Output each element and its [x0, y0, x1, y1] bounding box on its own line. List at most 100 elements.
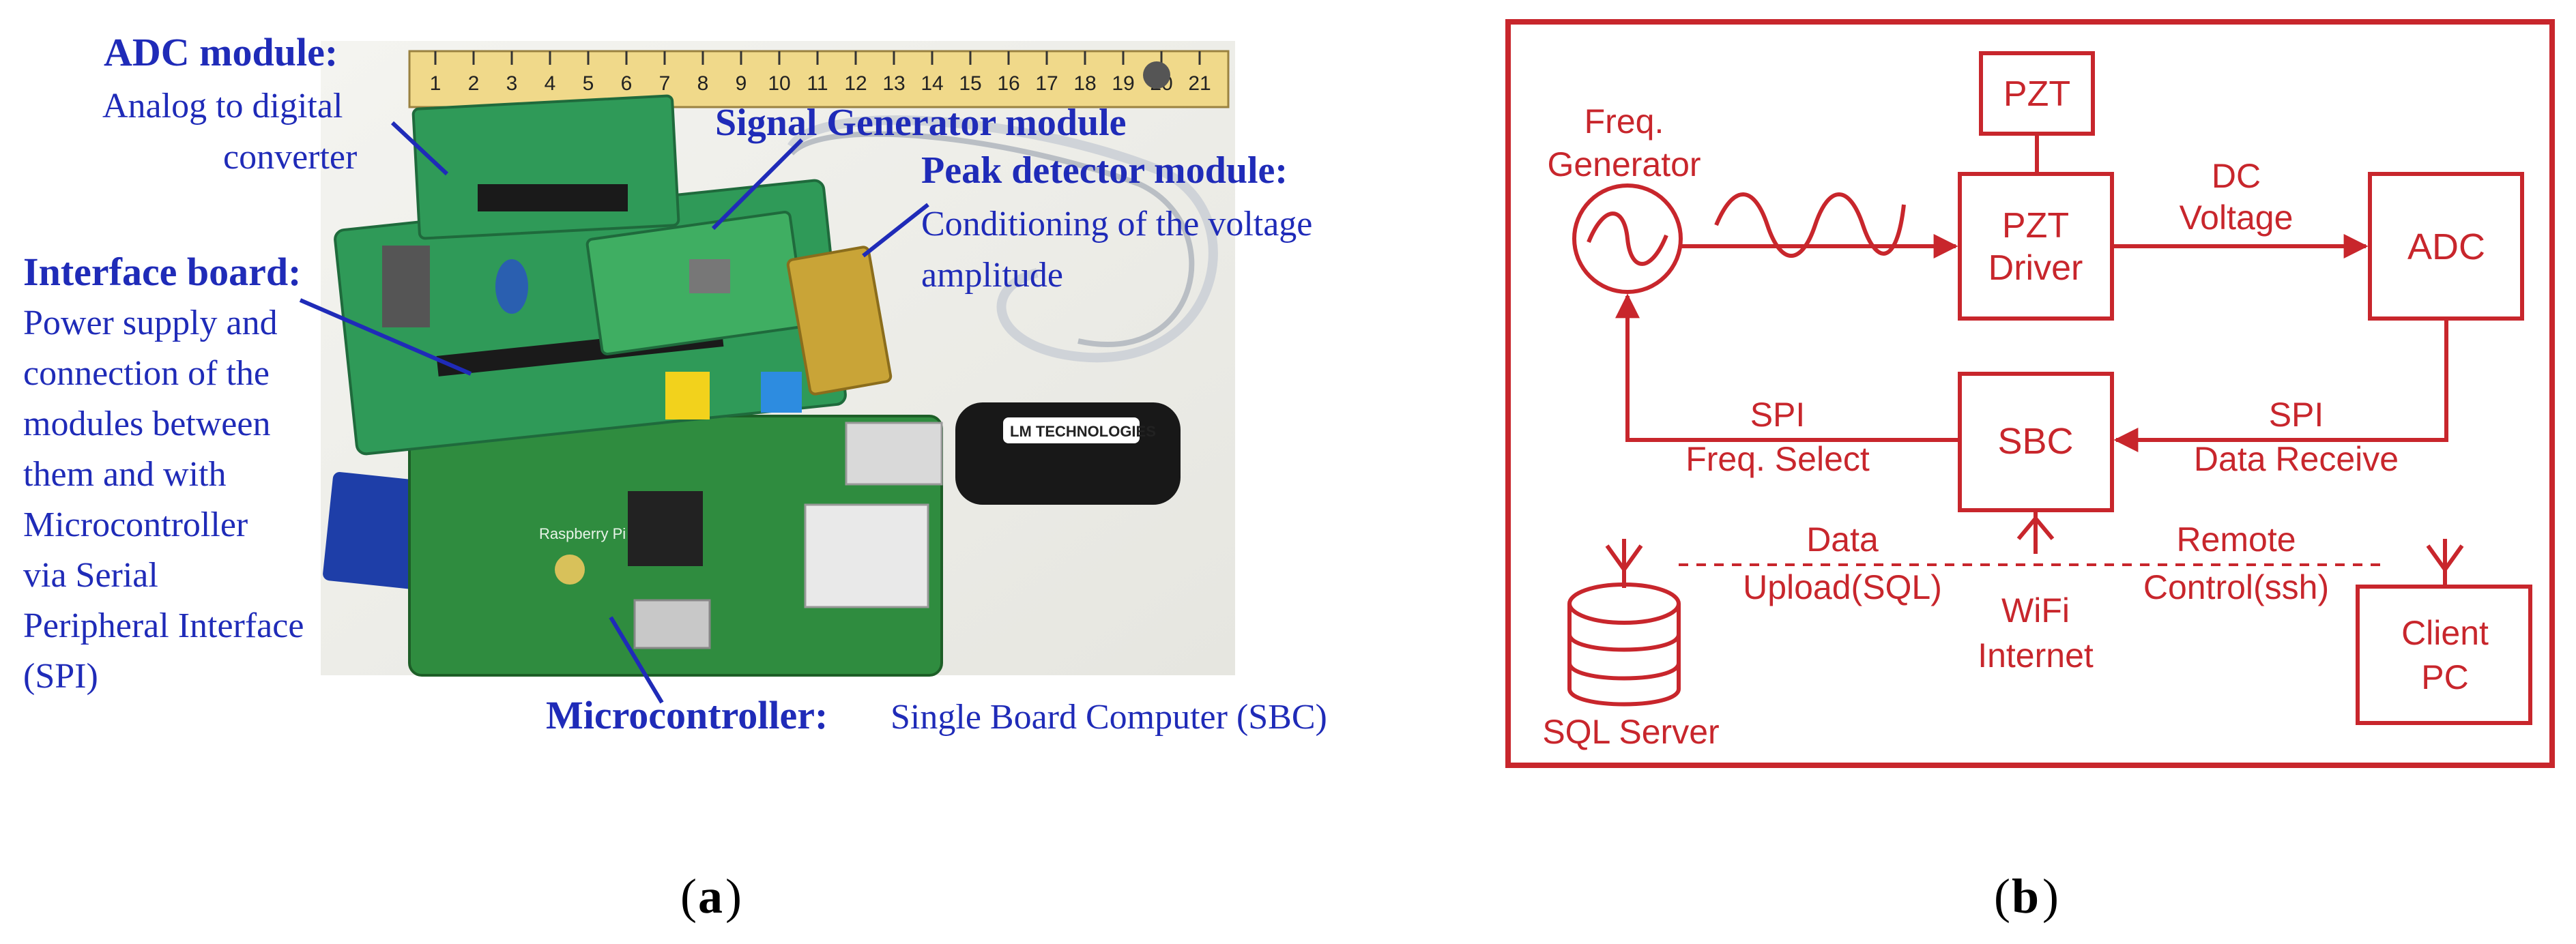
- ruler-number: 14: [921, 72, 943, 95]
- ruler-number: 15: [959, 72, 981, 95]
- ruler-ticks: [434, 51, 1201, 65]
- peak-desc-1: Conditioning of the voltage: [921, 205, 1312, 244]
- remote-label-1: Remote: [2176, 520, 2296, 559]
- sbc-antenna: [2016, 510, 2055, 554]
- peak-detector-board: [786, 246, 893, 396]
- ruler-number: 13: [882, 72, 905, 95]
- siggen-chip: [689, 259, 730, 293]
- svg-text:): ): [725, 869, 742, 924]
- ruler-number: 1: [430, 72, 442, 95]
- sql-antenna: [1605, 539, 1643, 588]
- adc-desc-2: converter: [223, 138, 357, 177]
- yellow-connector: [665, 372, 710, 419]
- data-label-2: Upload(SQL): [1743, 568, 1942, 606]
- leader-siggen: [711, 138, 804, 231]
- peak-title: Peak detector module:: [921, 149, 1288, 192]
- svg-text:): ): [2042, 869, 2059, 924]
- sine-wave: [1714, 192, 1906, 258]
- sine-icon: [1587, 211, 1668, 266]
- wifi-label-1: WiFi: [2001, 591, 2070, 630]
- pzt-driver-box: [1958, 172, 2114, 321]
- caption-a: ( a ): [680, 869, 742, 924]
- ruler: 123456789101112131415161718192021: [408, 50, 1230, 108]
- dongle-brand: LM TECHNOLOGIES: [1010, 423, 1156, 440]
- svg-text:(: (: [680, 869, 697, 924]
- ruler-number: 7: [659, 72, 671, 95]
- siggen-title: Signal Generator module: [715, 102, 1127, 144]
- leader-mcu: [609, 616, 664, 704]
- leader-interface: [299, 298, 472, 376]
- client-antenna: [2426, 539, 2464, 587]
- freq-gen-label-1: Freq.: [1584, 102, 1664, 141]
- iface-title: Interface board:: [23, 250, 302, 294]
- caption-b-letter: b: [2012, 869, 2039, 924]
- iface-desc: Power supply and connection of the modules…: [23, 304, 304, 696]
- svg-text:(: (: [1994, 869, 2010, 924]
- ruler-number: 2: [468, 72, 480, 95]
- ruler-number: 8: [697, 72, 709, 95]
- mcu-desc: Single Board Computer (SBC): [891, 698, 1327, 737]
- cable: [787, 115, 1218, 363]
- blue-connector: [761, 372, 802, 413]
- freq-gen-label-2: Generator: [1547, 145, 1701, 183]
- ruler-number: 6: [621, 72, 633, 95]
- sql-server-label: SQL Server: [1542, 713, 1719, 751]
- ruler-hinge: [1143, 61, 1170, 89]
- spi-right-label-1: SPI: [2269, 396, 2324, 434]
- dc-label-1: DC: [2212, 157, 2261, 195]
- ruler-number: 4: [545, 72, 556, 95]
- diagram-border: [1505, 19, 2555, 768]
- ethernet-port: [804, 503, 929, 608]
- wifi-label-2: Internet: [1978, 636, 2094, 675]
- iface-desc-line: (SPI): [23, 657, 98, 696]
- leader-adc: [390, 121, 449, 176]
- cable-2: [790, 131, 1195, 348]
- wifi-dongle: LM TECHNOLOGIES: [955, 402, 1181, 505]
- data-label-1: Data: [1806, 520, 1879, 559]
- database-icon: [1567, 582, 1681, 707]
- adc-board: [411, 94, 680, 240]
- ruler-number: 18: [1073, 72, 1096, 95]
- regulator: [382, 246, 430, 327]
- ruler-number: 12: [844, 72, 867, 95]
- pzt-label: PZT: [2003, 74, 2070, 114]
- hdmi-port: [633, 599, 711, 649]
- ruler-number: 5: [583, 72, 594, 95]
- pzt-driver-label-1: PZT: [2002, 206, 2069, 246]
- client-label-2: PC: [2421, 658, 2468, 696]
- caption-a-letter: a: [698, 869, 723, 924]
- ruler-number: 17: [1035, 72, 1058, 95]
- ruler-number: 11: [807, 72, 828, 95]
- iface-desc-line: modules between: [23, 404, 270, 443]
- arrow-adc-to-sbc: [2113, 319, 2448, 452]
- caption-b: ( b ): [1994, 869, 2059, 924]
- ruler-number: 10: [768, 72, 790, 95]
- leader-peak: [862, 203, 929, 258]
- panel-a-leader-lines: [299, 121, 929, 704]
- ruler-number: 19: [1112, 72, 1134, 95]
- ruler-number: 3: [506, 72, 518, 95]
- ruler-numbers: 123456789101112131415161718192021: [430, 72, 1211, 95]
- board-label: Raspberry Pi: [539, 525, 626, 542]
- adc-label: ADC: [2407, 226, 2485, 267]
- peak-desc-2: amplitude: [921, 256, 1063, 295]
- arrow-sbc-to-gen: [1615, 293, 1960, 442]
- spi-right-label-2: Data Receive: [2194, 440, 2399, 478]
- sbc-label: SBC: [1997, 421, 2073, 462]
- iface-desc-line: connection of the: [23, 354, 270, 393]
- iface-desc-line: them and with: [23, 455, 227, 494]
- freq-generator-symbol: [1572, 183, 1683, 294]
- pzt-driver-label-2: Driver: [1988, 248, 2083, 288]
- audio-jack: [555, 555, 585, 585]
- dc-label-2: Voltage: [2180, 198, 2293, 237]
- panel-a-photo: 123456789101112131415161718192021 Raspbe…: [321, 41, 1235, 677]
- usb-port: [845, 422, 943, 486]
- remote-label-2: Control(ssh): [2143, 568, 2329, 606]
- mcu-title: Microcontroller:: [546, 693, 828, 737]
- iface-desc-line: via Serial: [23, 556, 158, 595]
- panel-b-labels: Freq. Generator PZT PZT Driver DC Voltag…: [1542, 74, 2489, 751]
- iface-desc-line: Power supply and: [23, 304, 278, 342]
- client-pc-box: [2356, 585, 2532, 725]
- ruler-number: 21: [1188, 72, 1211, 95]
